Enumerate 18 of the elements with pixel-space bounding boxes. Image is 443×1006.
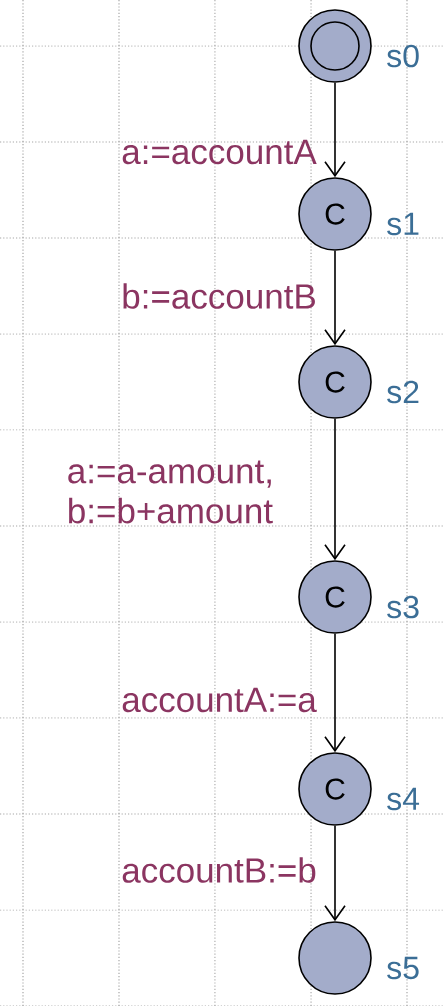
arrow	[324, 825, 346, 922]
arrow	[324, 633, 346, 753]
state-name: s5	[387, 956, 419, 980]
state-circle	[298, 921, 372, 995]
edge-label: accountA:=a	[122, 687, 317, 713]
state-circle	[298, 9, 372, 83]
edge-label: b:=accountB	[123, 283, 315, 309]
arrow	[324, 250, 346, 346]
arrow	[324, 418, 346, 561]
state-name: s1	[387, 212, 419, 236]
state-name: s3	[387, 595, 419, 619]
edge-label: accountB:=b	[122, 857, 316, 883]
state-name: s0	[387, 44, 419, 68]
arrow	[324, 82, 346, 178]
edge-label: a:=accountA	[122, 139, 317, 165]
state-name: s2	[387, 380, 419, 404]
edge-label: a:=a-amount, b:=b+amount	[68, 460, 273, 524]
state-name: s4	[387, 787, 420, 811]
